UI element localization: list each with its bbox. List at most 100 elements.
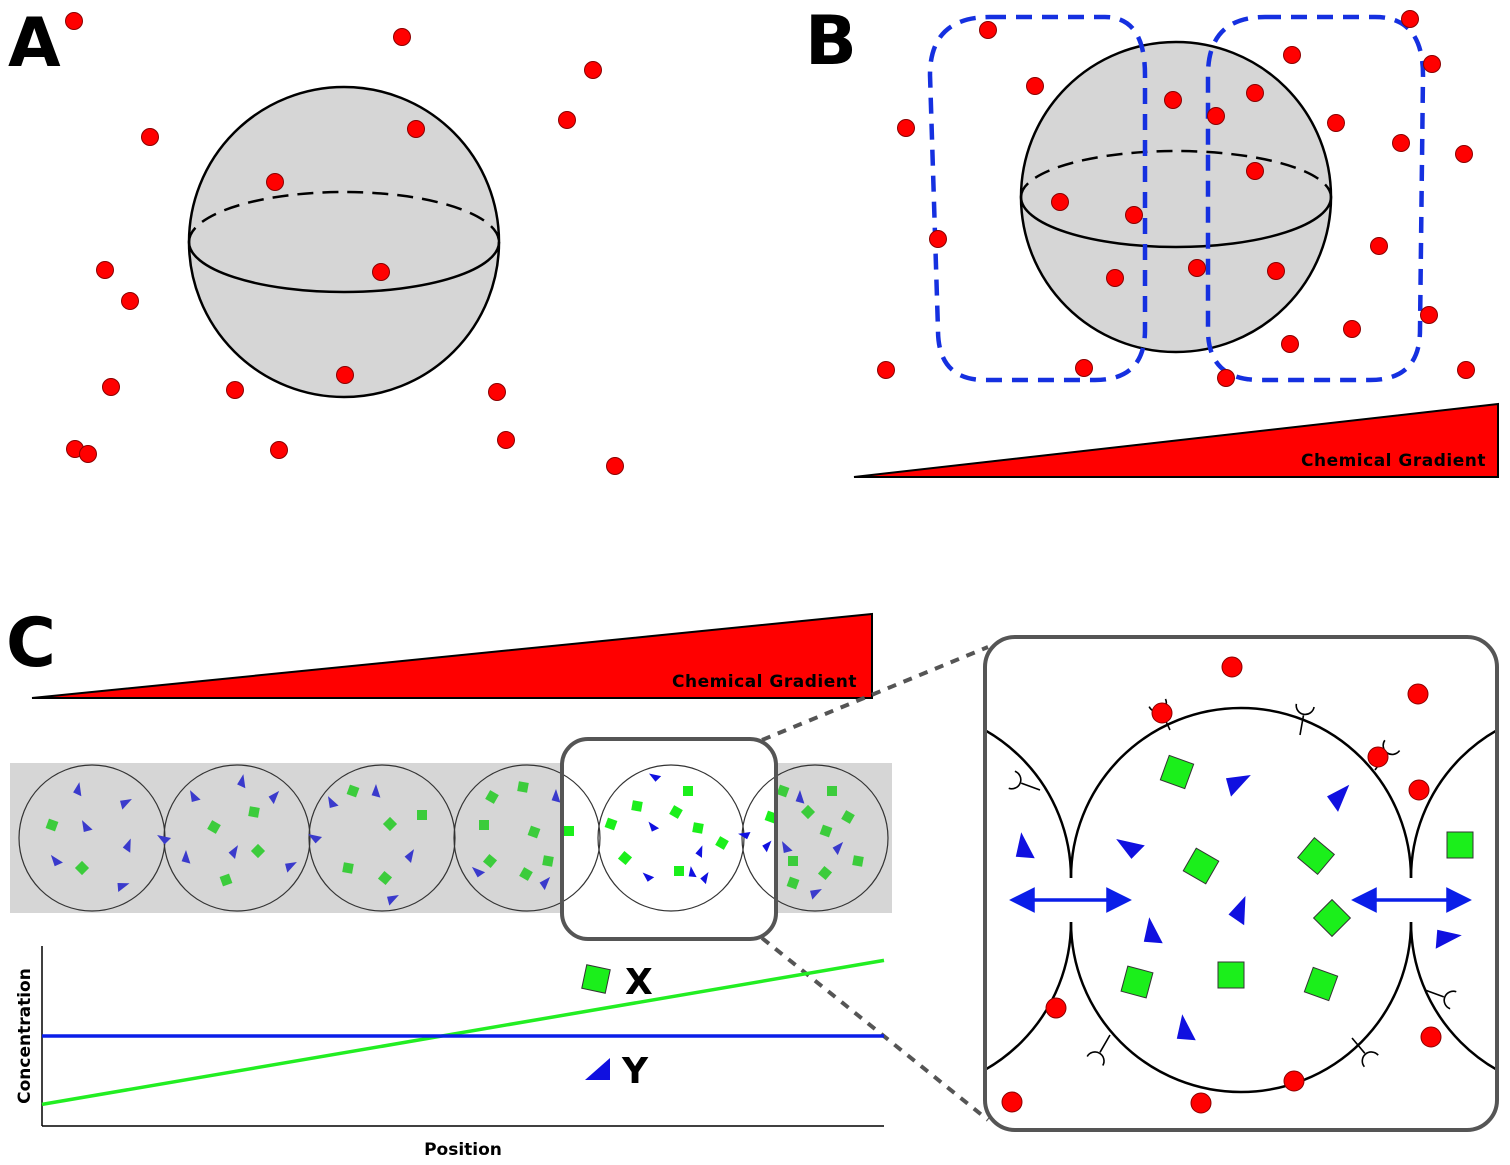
- molecule-y: [50, 854, 63, 867]
- legend: X Y: [581, 962, 653, 1092]
- particle: [1207, 107, 1225, 125]
- molecule-y: [1143, 917, 1163, 944]
- molecule-x: [841, 810, 855, 824]
- molecule-x: [852, 855, 864, 867]
- particle: [897, 119, 915, 137]
- molecule-y: [371, 784, 381, 798]
- cell-sphere-a: [187, 85, 501, 399]
- molecule-x: [683, 786, 693, 796]
- particle: [1246, 84, 1264, 102]
- molecule-x: [1312, 898, 1352, 938]
- molecule-x: [45, 818, 59, 832]
- molecule-x: [669, 805, 683, 819]
- particle: [606, 457, 624, 475]
- particle: [121, 292, 139, 310]
- molecule-x: [1303, 966, 1339, 1002]
- zoom-particles: [1001, 656, 1442, 1114]
- particle: [79, 445, 97, 463]
- molecule-y: [328, 796, 339, 808]
- molecule-y: [228, 845, 238, 860]
- molecule-y: [308, 834, 323, 844]
- particle: [1164, 91, 1182, 109]
- molecule-x: [631, 800, 643, 812]
- molecule-y: [190, 790, 201, 802]
- particle: [1455, 145, 1473, 163]
- molecule-y: [648, 821, 660, 832]
- molecule-x: [417, 810, 427, 820]
- molecule-x: [1217, 961, 1245, 989]
- particle: [1221, 656, 1243, 678]
- particle: [1423, 55, 1441, 73]
- molecule-x: [788, 856, 798, 866]
- legend-y-triangle-icon: [585, 1058, 610, 1080]
- chemical-gradient-b: Chemical Gradient: [853, 402, 1499, 478]
- tissue-strip: [10, 737, 892, 941]
- panel-c-label: C: [6, 604, 56, 683]
- molecule-y: [695, 845, 703, 858]
- molecule-y: [268, 790, 280, 805]
- zoom-panel-frame: [983, 635, 1499, 1132]
- sensing-region-left: [927, 14, 1148, 383]
- panel-a-label: A: [8, 4, 61, 83]
- particles-b: [877, 10, 1475, 387]
- molecule-x: [827, 786, 837, 796]
- molecule-y: [1228, 895, 1246, 926]
- receptors: [1008, 698, 1457, 1068]
- particle: [1001, 1091, 1023, 1113]
- x-axis-label: Position: [424, 1140, 502, 1160]
- molecule-y: [648, 773, 662, 782]
- molecule-y: [551, 789, 561, 803]
- panel-c: C Chemical Gradient: [6, 604, 1499, 1160]
- molecule-x: [74, 860, 90, 876]
- particle: [1075, 359, 1093, 377]
- molecule-x: [485, 790, 499, 804]
- particle: [1327, 114, 1345, 132]
- molecule-x: [479, 820, 489, 830]
- particle: [1026, 77, 1044, 95]
- particles-a: [65, 12, 624, 475]
- molecule-x: [604, 817, 618, 831]
- series-x-line: [41, 958, 885, 1107]
- molecule-x: [1159, 754, 1195, 790]
- particle: [488, 383, 506, 401]
- molecule-x: [248, 806, 260, 818]
- chemical-gradient-b-label: Chemical Gradient: [1301, 451, 1486, 471]
- particle: [1151, 702, 1173, 724]
- molecule-x: [1120, 965, 1154, 999]
- molecule-y: [157, 835, 172, 845]
- molecule-x: [1446, 831, 1474, 859]
- molecule-x: [219, 873, 233, 887]
- particle: [1457, 361, 1475, 379]
- molecule-y: [795, 790, 805, 804]
- molecule-x: [786, 876, 800, 890]
- molecule-y: [471, 866, 486, 878]
- particle: [1051, 193, 1069, 211]
- particle: [1283, 1070, 1305, 1092]
- legend-x-square-icon: [581, 964, 611, 994]
- molecule-x: [564, 826, 574, 836]
- zoom-panel: [983, 635, 1499, 1132]
- zoom-cell-membranes: [985, 706, 1497, 1094]
- molecule-y: [782, 841, 793, 853]
- molecule-x: [817, 865, 833, 881]
- particle: [226, 381, 244, 399]
- particle: [393, 28, 411, 46]
- particle: [1408, 779, 1430, 801]
- panel-b: B Chemical Gradient: [805, 2, 1499, 478]
- molecule-y: [285, 862, 297, 873]
- zoom-molecules: [1015, 754, 1474, 1041]
- cell-sphere-b: [1019, 40, 1333, 354]
- particle: [141, 128, 159, 146]
- particle: [1420, 306, 1438, 324]
- molecule-y: [73, 782, 82, 797]
- molecule-x: [250, 843, 266, 859]
- particle: [1217, 369, 1235, 387]
- molecule-y: [688, 866, 697, 878]
- particle: [65, 12, 83, 30]
- molecule-y: [404, 849, 414, 864]
- chemical-gradient-c-label: Chemical Gradient: [672, 672, 857, 692]
- receptor: [1351, 1037, 1379, 1068]
- concentration-plot: Position Concentration X Y: [15, 946, 885, 1160]
- molecule-y: [762, 840, 772, 853]
- particle: [1370, 237, 1388, 255]
